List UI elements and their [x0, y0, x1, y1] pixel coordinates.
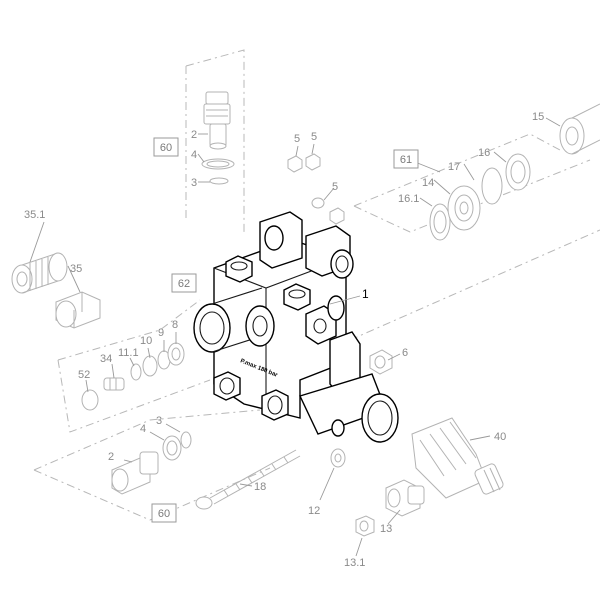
- label-13: 13: [380, 523, 392, 535]
- label-16-1: 16.1: [398, 193, 419, 205]
- part-61-seal-group: [429, 153, 531, 241]
- part-5-screws: [287, 153, 345, 225]
- pump-head-body: P.max 180 bar: [193, 211, 399, 443]
- part-18-spring-rod: [195, 449, 301, 510]
- part-13-1-nut: [355, 515, 375, 537]
- label-10: 10: [140, 335, 152, 347]
- label-4-bottom: 4: [140, 423, 146, 435]
- label-14: 14: [422, 177, 434, 189]
- group-box-61: 61: [393, 149, 419, 169]
- svg-text:62: 62: [178, 278, 190, 290]
- part-6-plug: [369, 349, 393, 375]
- label-5-b: 5: [311, 131, 317, 143]
- label-4-top: 4: [191, 149, 197, 161]
- label-6: 6: [402, 347, 408, 359]
- label-2-bottom: 2: [108, 451, 114, 463]
- svg-text:60: 60: [160, 142, 172, 154]
- group-outlines: [33, 49, 600, 521]
- label-35-1: 35.1: [24, 209, 45, 221]
- group-box-62: 62: [171, 273, 197, 293]
- label-2-top: 2: [191, 129, 197, 141]
- part-35-plug: [55, 291, 101, 329]
- label-3-bottom: 3: [156, 415, 162, 427]
- label-13-1: 13.1: [344, 557, 365, 569]
- label-3-top: 3: [191, 177, 197, 189]
- part-15: [559, 103, 600, 155]
- label-18: 18: [254, 481, 266, 493]
- part-35-1-fitting: [11, 252, 68, 294]
- leader-lines: [29, 117, 561, 557]
- part-top-valve-stack: [201, 91, 235, 185]
- part-62-stack: [81, 342, 185, 411]
- part-labels: 35.1 35 2 4 3 5 5 5 15 16 17 14 16.1 1 6…: [24, 111, 544, 569]
- svg-text:60: 60: [158, 508, 170, 520]
- label-1: 1: [362, 287, 369, 301]
- label-12: 12: [308, 505, 320, 517]
- label-5-a: 5: [294, 133, 300, 145]
- part-40-nozzle: [411, 417, 504, 499]
- label-9: 9: [158, 327, 164, 339]
- label-15: 15: [532, 111, 544, 123]
- group-box-60-top: 60: [153, 137, 179, 157]
- part-13-fitting: [385, 479, 425, 517]
- group-box-60-bottom: 60: [151, 503, 177, 523]
- label-16: 16: [478, 147, 490, 159]
- label-11-1: 11.1: [118, 347, 139, 359]
- label-8: 8: [172, 319, 178, 331]
- svg-text:61: 61: [400, 154, 412, 166]
- part-bottom-valve-stack: [111, 431, 192, 495]
- label-17: 17: [448, 161, 460, 173]
- label-34: 34: [100, 353, 112, 365]
- label-5-c: 5: [332, 181, 338, 193]
- label-40: 40: [494, 431, 506, 443]
- label-52: 52: [78, 369, 90, 381]
- label-35: 35: [70, 263, 82, 275]
- part-12-washer: [330, 448, 346, 468]
